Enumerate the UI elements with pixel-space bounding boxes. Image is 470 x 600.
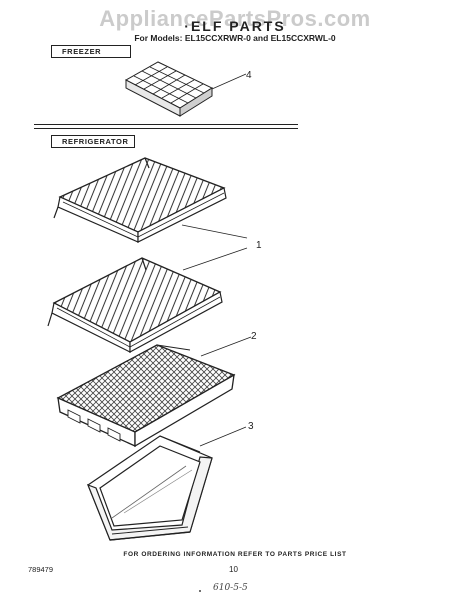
wire-shelf-upper-icon [53, 157, 227, 243]
crisper-cover-icon [56, 344, 236, 448]
crisper-pan-icon [86, 435, 213, 541]
document-id: 789479 [28, 565, 54, 574]
handwritten-note: 610-5-5 [213, 583, 248, 593]
dot-mark [199, 590, 201, 592]
refrigerator-section-label: REFRIGERATOR [51, 135, 135, 148]
leader-line-1a [181, 224, 248, 239]
page-title: ·ELF PARTS [184, 18, 286, 34]
callout-shelves: 1 [256, 240, 262, 251]
page-number: 10 [229, 565, 238, 574]
ice-cube-tray-icon [124, 61, 214, 117]
section-divider [34, 124, 298, 125]
leader-line-2 [200, 336, 252, 357]
leader-line-1b [182, 247, 248, 271]
callout-ice-tray: 4 [246, 70, 252, 81]
leader-line-4 [211, 73, 247, 90]
callout-crisper-cover: 2 [251, 331, 257, 342]
leader-line-3 [199, 426, 247, 447]
watermark: AppliancePartsPros.com [99, 6, 371, 31]
model-line: For Models: EL15CCXRWR-0 and EL15CCXRWL-… [134, 33, 336, 43]
section-divider [34, 128, 298, 129]
ordering-note: FOR ORDERING INFORMATION REFER TO PARTS … [123, 551, 347, 558]
callout-crisper-pan: 3 [248, 421, 254, 432]
wire-shelf-lower-icon [47, 257, 223, 354]
freezer-section-label: FREEZER [51, 45, 131, 58]
